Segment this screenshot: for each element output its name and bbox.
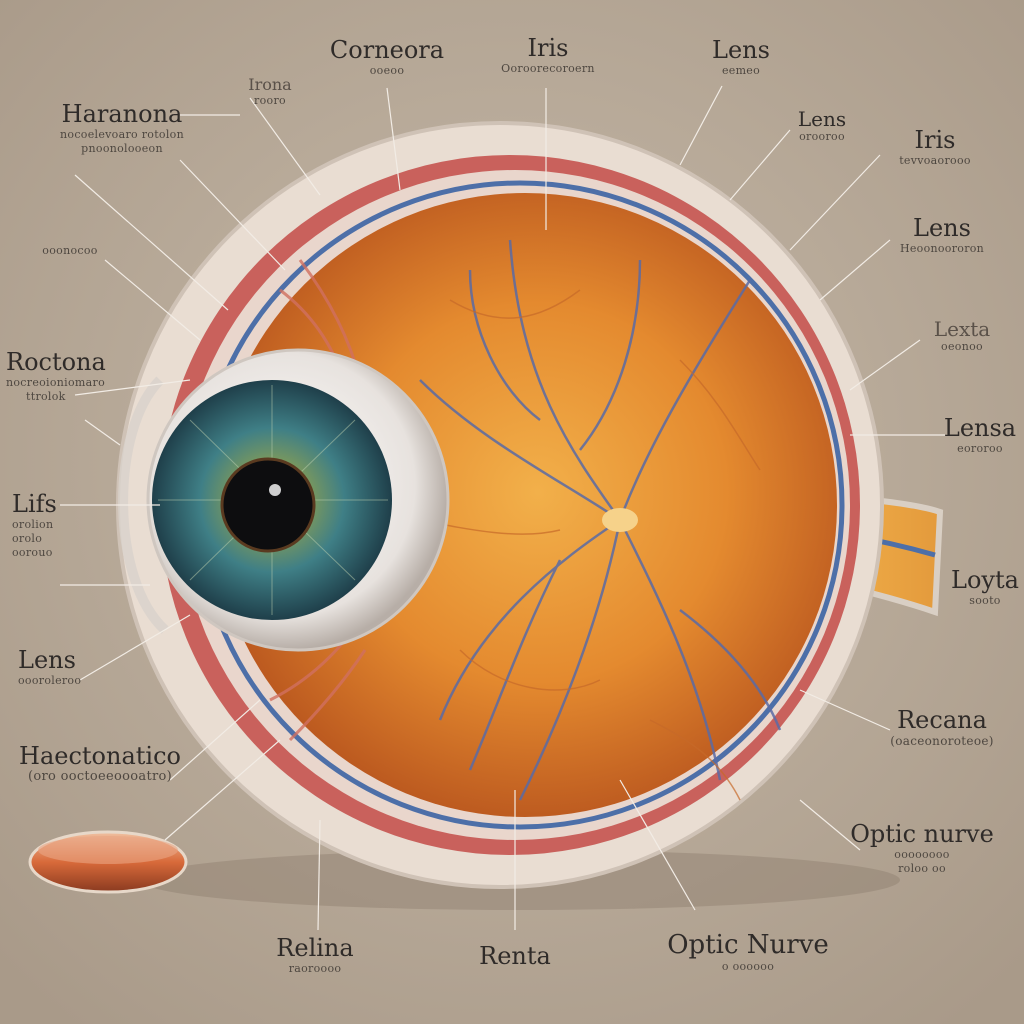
label-sub: eororoo <box>957 442 1003 455</box>
label-small-irona: Irona rooro <box>248 76 291 108</box>
label-bottom-relina: Relina raoroooo <box>276 934 353 976</box>
label-title: Irona <box>248 75 292 94</box>
label-sub: Ooroorecoroern <box>501 62 595 75</box>
label-title: Corneora <box>329 36 445 64</box>
label-sub: oeonoo <box>941 340 983 353</box>
label-title: Lens <box>913 214 971 242</box>
label-title: Recana <box>897 706 987 734</box>
optic-disc <box>602 508 638 532</box>
label-title: Lensa <box>943 414 1017 442</box>
label-sub: Heoonoororon <box>899 242 985 255</box>
label-top-lens: Lens eemeo <box>712 36 770 78</box>
lens-illustration-highlight <box>38 836 178 864</box>
label-sub: oooooooo <box>894 848 950 861</box>
label-haranona: Haranona nocoelevoaro rotolon pnoonolooe… <box>60 100 184 156</box>
label-right-lens-2: Lens Heoonoororon <box>900 214 984 256</box>
label-right-recana: Recana (oaceonoroteoe) <box>890 706 993 748</box>
label-title: Lens <box>797 107 847 131</box>
label-title: Haectonatico <box>19 742 181 770</box>
label-title: Renta <box>479 942 551 970</box>
label-top-iris: Iris Ooroorecoroern <box>501 34 595 76</box>
label-sub: (oaceonoroteoe) <box>890 734 994 748</box>
label-sub: ooeoo <box>369 64 405 77</box>
label-sub: raoroooo <box>288 962 342 975</box>
label-sub: pnoonolooeon <box>81 142 163 155</box>
label-title: Lens <box>18 646 76 674</box>
label-sub: oooroleroo <box>18 674 82 687</box>
leader-lines <box>60 85 945 931</box>
label-sub: sooto <box>969 594 1001 607</box>
label-sub: ttrolok <box>26 390 66 403</box>
label-top-cornea: Corneora ooeoo <box>330 36 444 78</box>
label-left-small: ooonocoo <box>42 244 97 258</box>
label-bottom-optic-nurve: Optic Nurve o oooooo <box>667 930 829 974</box>
pupil <box>220 457 316 553</box>
label-right-lens-1: Lens orooroo <box>798 108 846 144</box>
label-sub: ooonocoo <box>42 244 98 257</box>
label-sub: o oooooo <box>721 960 775 973</box>
label-sub: nocreoioniomaro <box>6 376 105 389</box>
label-sub: roloo oo <box>898 862 946 875</box>
label-title: Haranona <box>61 100 183 128</box>
label-sub: oorouo <box>12 546 53 559</box>
label-title: Optic nurve <box>850 820 994 848</box>
label-right-iris: Iris tevvoaorooo <box>899 126 971 168</box>
label-title: Iris <box>914 126 956 154</box>
label-right-lexta: Lexta oeonoo <box>934 318 990 354</box>
label-title: Relina <box>276 934 354 962</box>
label-sub: orolo <box>12 532 43 545</box>
label-sub: eemeo <box>721 64 761 77</box>
label-sub: tevvoaorooo <box>899 154 971 167</box>
label-sub: rooro <box>254 94 286 107</box>
label-sub: nocoelevoaro rotolon <box>60 128 184 141</box>
label-title: Lens <box>712 36 770 64</box>
label-title: Lifs <box>12 490 57 518</box>
label-sub: orolion <box>12 518 54 531</box>
label-title: Lexta <box>933 317 991 341</box>
blood-vessels <box>419 239 782 801</box>
label-left-lens: Lens oooroleroo <box>18 646 81 688</box>
label-roctona: Roctona nocreoioniomaro ttrolok <box>6 348 106 404</box>
label-right-lensa: Lensa eororoo <box>944 414 1016 456</box>
label-sub: (oro ooctoeeoooatro) <box>27 769 173 784</box>
label-title: Roctona <box>6 348 106 376</box>
label-bottom-renta: Renta <box>479 942 551 970</box>
pupil-highlight <box>269 484 281 496</box>
retina <box>213 193 837 817</box>
label-right-optic-nurve: Optic nurve oooooooo roloo oo <box>850 820 994 876</box>
label-sub: orooroo <box>799 130 845 143</box>
label-title: Loyta <box>951 566 1019 594</box>
label-title: Iris <box>527 34 569 62</box>
label-lifs: Lifs orolion orolo oorouo <box>12 490 57 560</box>
capillaries <box>419 289 761 801</box>
label-title: Optic Nurve <box>667 930 829 960</box>
label-right-loyta: Loyta sooto <box>951 566 1019 608</box>
label-haectonatico: Haectonatico (oro ooctoeeoooatro) <box>19 742 181 784</box>
